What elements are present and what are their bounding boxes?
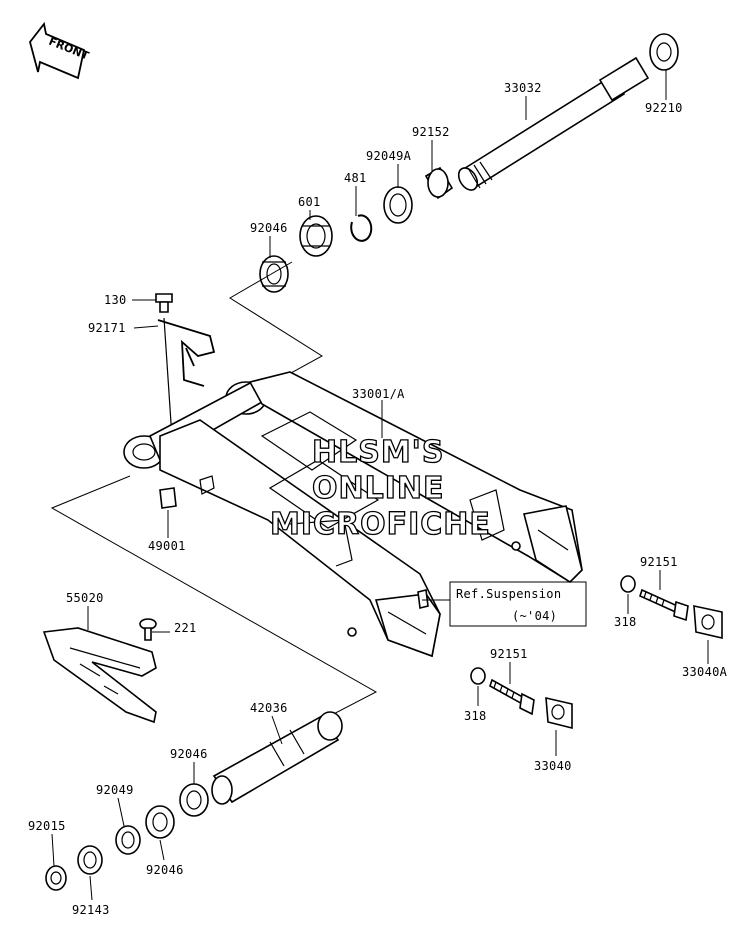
- chain-guard-55020: [42, 627, 157, 724]
- label-130: 130: [104, 293, 127, 307]
- watermark: HLSM'S ONLINE MICROFICHE: [269, 434, 491, 542]
- label-33032: 33032: [504, 81, 542, 95]
- label-601: 601: [298, 195, 321, 209]
- bolt-130: [155, 293, 173, 313]
- screw-221: [139, 618, 157, 641]
- label-33040: 33040: [534, 759, 572, 773]
- bearing-92049A: [383, 186, 413, 224]
- nut-92015: [45, 865, 67, 891]
- label-92210: 92210: [645, 101, 683, 115]
- grease-fitting-49001: [159, 487, 177, 509]
- label-92151-upper: 92151: [640, 555, 678, 569]
- nut-318-lower: [470, 667, 486, 685]
- needle-bearing-92046-lower-a: [179, 783, 209, 817]
- label-92151-lower: 92151: [490, 647, 528, 661]
- label-318-upper: 318: [614, 615, 637, 629]
- label-33001A: 33001/A: [352, 387, 405, 401]
- ref-suspension-note: Ref.Suspension: [456, 587, 561, 601]
- label-318-lower: 318: [464, 709, 487, 723]
- label-92171: 92171: [88, 321, 126, 335]
- label-33040A: 33040A: [682, 665, 728, 679]
- needle-bearing-92046-lower-b: [145, 805, 175, 839]
- label-92046-lower-a: 92046: [170, 747, 208, 761]
- collar-92152: [424, 166, 454, 200]
- bearing-92049: [115, 825, 141, 855]
- label-92046-upper: 92046: [250, 221, 288, 235]
- adjuster-bolt-92151-upper: [639, 588, 689, 622]
- grease-nipple: [417, 589, 429, 609]
- pivot-nut-92210: [649, 33, 679, 71]
- label-481: 481: [344, 171, 367, 185]
- label-92049: 92049: [96, 783, 134, 797]
- chain-adjuster-33040: [545, 696, 573, 730]
- label-92049A: 92049A: [366, 149, 412, 163]
- nut-318-upper: [620, 575, 636, 593]
- pivot-shaft-33032: [457, 56, 650, 191]
- label-92143: 92143: [72, 903, 110, 917]
- hose-clamp-92171: [157, 317, 216, 439]
- watermark-line-2: ONLINE: [312, 471, 445, 506]
- collar-92143: [77, 845, 103, 875]
- swingarm-33001A: [123, 371, 583, 658]
- label-92152: 92152: [412, 125, 450, 139]
- ref-suspension-years: (~'04): [512, 609, 557, 623]
- label-221: 221: [174, 621, 197, 635]
- watermark-line-1: HLSM'S: [312, 435, 444, 470]
- leader-lines: [51, 70, 709, 901]
- adjuster-bolt-92151-lower: [489, 678, 535, 716]
- label-49001: 49001: [148, 539, 186, 553]
- needle-bearing-92046-upper: [259, 255, 289, 293]
- label-92015: 92015: [28, 819, 66, 833]
- watermark-line-3: MICROFICHE: [270, 507, 491, 542]
- sleeve-42036: [211, 711, 343, 805]
- label-55020: 55020: [66, 591, 104, 605]
- front-direction-arrow-icon: FRONT: [29, 21, 91, 80]
- bearing-601: [299, 215, 333, 257]
- label-42036: 42036: [250, 701, 288, 715]
- circlip-481: [350, 214, 373, 242]
- label-92046-lower-b: 92046: [146, 863, 184, 877]
- chain-adjuster-33040A: [693, 604, 723, 640]
